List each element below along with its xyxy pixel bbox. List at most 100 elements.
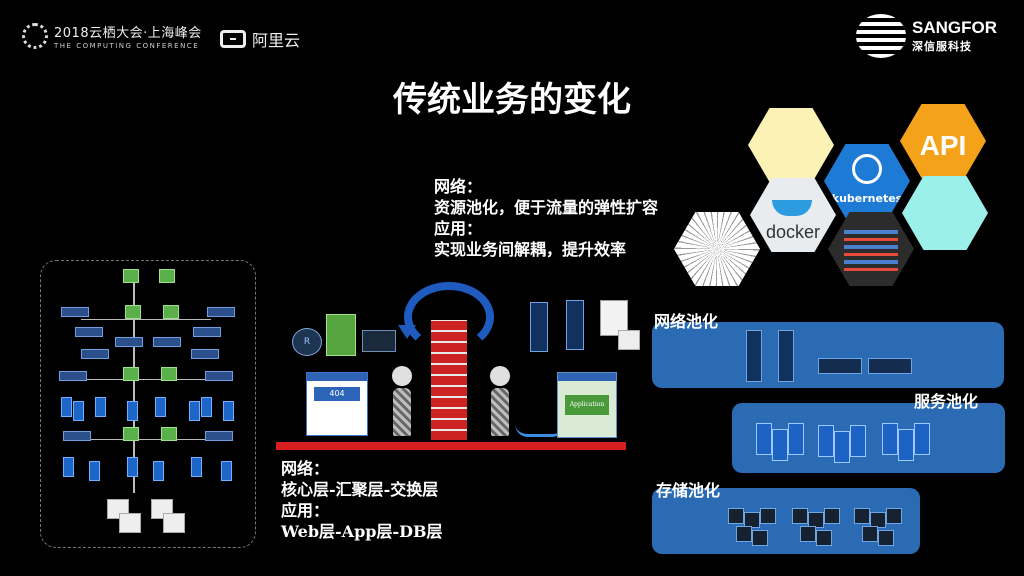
service-pool-label: 服务池化: [914, 392, 979, 411]
network-device-icon: [746, 330, 762, 382]
network-mesh-hexagon: [674, 212, 760, 286]
router-icon: [59, 371, 87, 381]
server-icon: [191, 457, 202, 477]
switch-icon: [123, 367, 139, 381]
network-appliance-icon: [818, 358, 862, 374]
router-icon: [207, 307, 235, 317]
traditional-network-label: 网络：: [281, 459, 330, 478]
server-icon: [772, 429, 788, 461]
switch-icon: [161, 367, 177, 381]
database-icon: [119, 513, 141, 533]
topology-link: [71, 439, 221, 440]
aliyun-logo: 阿里云: [220, 27, 300, 51]
traditional-app-text: Web层-App层-DB层: [281, 522, 443, 541]
modern-network-text: 资源池化，便于流量的弹性扩容: [434, 198, 659, 217]
modern-app-text: 实现业务间解耦，提升效率: [434, 240, 627, 259]
core-switch-icon: [123, 269, 139, 283]
switch-icon: [163, 305, 179, 319]
storage-unit-icon: [824, 508, 840, 524]
storage-unit-icon: [744, 512, 760, 528]
topology-link: [81, 319, 211, 320]
sangfor-name: SANGFOR: [912, 18, 997, 37]
router-icon: [205, 371, 233, 381]
storage-unit-icon: [760, 508, 776, 524]
storage-pool-label: 存储池化: [656, 481, 721, 500]
core-switch-icon: [159, 269, 175, 283]
router-icon: [63, 431, 91, 441]
firewall-icon: [431, 320, 467, 440]
traditional-network-text: 核心层-汇聚层-交换层: [281, 480, 439, 499]
network-pool-label: 网络池化: [654, 312, 719, 331]
architecture-diagram-icon: [844, 226, 898, 272]
network-appliance-icon: [868, 358, 912, 374]
traditional-description: 网络： 核心层-汇聚层-交换层 应用： Web层-App层-DB层: [281, 458, 443, 542]
modern-description: 网络： 资源池化，便于流量的弹性扩容 应用： 实现业务间解耦，提升效率: [434, 176, 658, 260]
switch-icon: [161, 427, 177, 441]
server-icon: [155, 397, 166, 417]
server-icon: [756, 423, 772, 455]
server-rack-icon: [566, 300, 584, 350]
modern-network-label: 网络：: [434, 177, 483, 196]
kubernetes-label: kubernetes: [831, 192, 903, 205]
bypass-arrow-icon: [404, 282, 494, 352]
server-icon: [95, 397, 106, 417]
storage-unit-icon: [870, 512, 886, 528]
architecture-diagram-hexagon: [828, 212, 914, 286]
server-icon: [63, 457, 74, 477]
router-icon: [75, 327, 103, 337]
router-icon: [205, 431, 233, 441]
slide-title: 传统业务的变化: [393, 80, 631, 120]
storage-unit-icon: [736, 526, 752, 542]
router-icon: [153, 337, 181, 347]
sangfor-cn-name: 深信服科技: [912, 40, 972, 53]
conference-mark-icon: [22, 23, 48, 49]
api-label: API: [919, 130, 967, 161]
server-icon: [127, 401, 138, 421]
server-icon: [882, 423, 898, 455]
storage-unit-icon: [808, 512, 824, 528]
error-badge: 404: [314, 387, 360, 401]
sangfor-mark-icon: [856, 14, 906, 58]
router-icon: [115, 337, 143, 347]
router-icon: [193, 327, 221, 337]
server-icon: [223, 401, 234, 421]
sangfor-logo: SANGFOR 深信服科技: [856, 14, 997, 58]
router-icon: R: [292, 328, 322, 356]
server-icon: [89, 461, 100, 481]
network-device-icon: [778, 330, 794, 382]
server-icon: [788, 423, 804, 455]
service-pool-panel: [732, 403, 1005, 473]
error-page-window: 404: [306, 372, 368, 436]
traditional-app-label: 应用：: [281, 501, 330, 520]
switch-icon: [326, 314, 356, 356]
application-button: Application: [565, 395, 609, 415]
server-icon: [221, 461, 232, 481]
user-figure-icon: [488, 366, 512, 436]
storage-unit-icon: [792, 508, 808, 524]
attacker-figure-icon: [390, 366, 414, 436]
topology-link: [133, 283, 135, 493]
topology-link: [69, 379, 229, 380]
server-icon: [61, 397, 72, 417]
server-icon: [914, 423, 930, 455]
network-pool-panel: [652, 322, 1004, 388]
storage-unit-icon: [752, 530, 768, 546]
server-icon: [898, 429, 914, 461]
docker-whale-icon: [772, 200, 812, 216]
server-icon: [189, 401, 200, 421]
database-icon: [618, 330, 640, 350]
application-window: Application: [557, 372, 617, 438]
router-icon: [81, 349, 109, 359]
storage-pool-panel: [652, 488, 920, 554]
storage-unit-icon: [816, 530, 832, 546]
storage-unit-icon: [854, 508, 870, 524]
server-icon: [73, 401, 84, 421]
server-icon: [153, 461, 164, 481]
storage-unit-icon: [878, 530, 894, 546]
conference-name: 2018云栖大会·上海峰会: [54, 26, 202, 41]
server-icon: [127, 457, 138, 477]
storage-unit-icon: [728, 508, 744, 524]
server-icon: [818, 425, 834, 457]
kubernetes-hexagon: kubernetes: [824, 144, 910, 218]
storage-unit-icon: [886, 508, 902, 524]
